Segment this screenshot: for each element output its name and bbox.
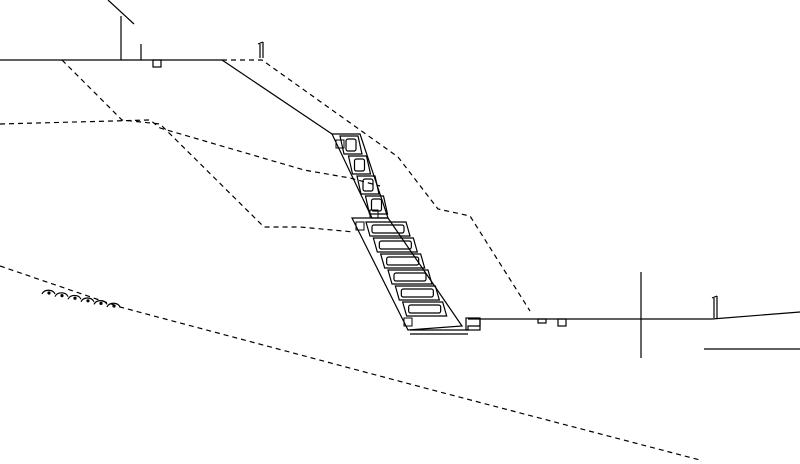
- lower-wall-block-1-outer: [365, 221, 411, 237]
- cobble-dot-6: [112, 304, 116, 308]
- wall-footing: [410, 319, 481, 331]
- ground-profile: [0, 59, 800, 350]
- upper-wall-block-3-outer: [356, 175, 380, 195]
- cobble-3: [67, 294, 82, 300]
- lower-wall-block-6-outer: [401, 301, 448, 317]
- lower-wall-block-2: [372, 237, 419, 253]
- cobble-dot-4: [86, 299, 90, 303]
- lower-wall-block-2-opening: [378, 240, 412, 250]
- lower-wall-block-6: [401, 301, 448, 317]
- dashed-long-bottom: [0, 265, 701, 461]
- lower-wall-block-4-opening: [393, 272, 427, 282]
- dashed-layer-2: [61, 59, 355, 233]
- lower-wall-block-5-outer: [394, 285, 441, 301]
- lower-wall-block-3-opening: [386, 256, 420, 266]
- lower-wall-anchor-bottom: [403, 317, 413, 327]
- right-rail-top: [711, 295, 718, 299]
- lower-wall: [351, 217, 481, 335]
- upper-wall-anchor: [335, 139, 345, 149]
- post-diagonal: [107, 0, 135, 25]
- upper-wall-block-1-outer: [339, 135, 363, 155]
- upper-wall-block-1: [339, 135, 363, 155]
- lower-wall-block-5-opening: [400, 288, 434, 298]
- lower-wall-block-4-outer: [387, 269, 433, 285]
- cobble-5: [93, 300, 108, 305]
- dashed-lines: [0, 59, 701, 461]
- lower-wall-block-3-outer: [379, 253, 426, 269]
- upper-wall: [331, 133, 389, 219]
- rail-top: [257, 41, 264, 45]
- footing-block: [465, 317, 481, 331]
- upper-wall-block-2-opening: [353, 158, 366, 172]
- cobble-dot-3: [73, 296, 77, 300]
- dashed-top-excavation: [222, 59, 531, 312]
- lower-wall-block-1-opening: [371, 224, 405, 234]
- cobble-1: [41, 289, 56, 295]
- cobble-dot-2: [60, 294, 64, 298]
- lower-wall-block-5: [394, 285, 441, 301]
- upper-wall-block-2-outer: [347, 155, 372, 175]
- top-left-structure: [107, 0, 162, 68]
- cobble-4: [80, 297, 95, 303]
- small-marker-bottom-b: [557, 318, 567, 327]
- cobble-6: [106, 302, 121, 308]
- lower-wall-block-2-outer: [372, 237, 419, 253]
- upper-wall-block-4-opening: [370, 198, 383, 212]
- lower-wall-outline: [351, 217, 464, 331]
- upper-wall-block-3: [356, 175, 380, 195]
- lower-wall-block-3: [379, 253, 426, 269]
- small-marker-top: [152, 59, 162, 68]
- top-rail-marker: [257, 41, 264, 58]
- upper-wall-block-2: [347, 155, 372, 175]
- right-structure: [537, 272, 718, 358]
- dashed-layer-1: [0, 119, 381, 187]
- upper-wall-block-4-outer: [364, 195, 389, 215]
- right-road-line: [711, 311, 800, 320]
- lower-wall-block-1: [365, 221, 411, 237]
- upper-wall-block-1-opening: [345, 138, 357, 152]
- upper-wall-block-4: [364, 195, 389, 215]
- upper-wall-block-3-opening: [362, 178, 374, 192]
- small-marker-bottom-a: [537, 318, 547, 324]
- lower-wall-block-4: [387, 269, 433, 285]
- cobble-cluster: [41, 289, 121, 308]
- cobble-dot-1: [47, 291, 51, 295]
- cobble-dot-5: [99, 301, 103, 305]
- lower-wall-block-6-opening: [408, 304, 442, 314]
- lower-wall-anchor-top: [355, 221, 365, 231]
- cobble-2: [54, 292, 69, 297]
